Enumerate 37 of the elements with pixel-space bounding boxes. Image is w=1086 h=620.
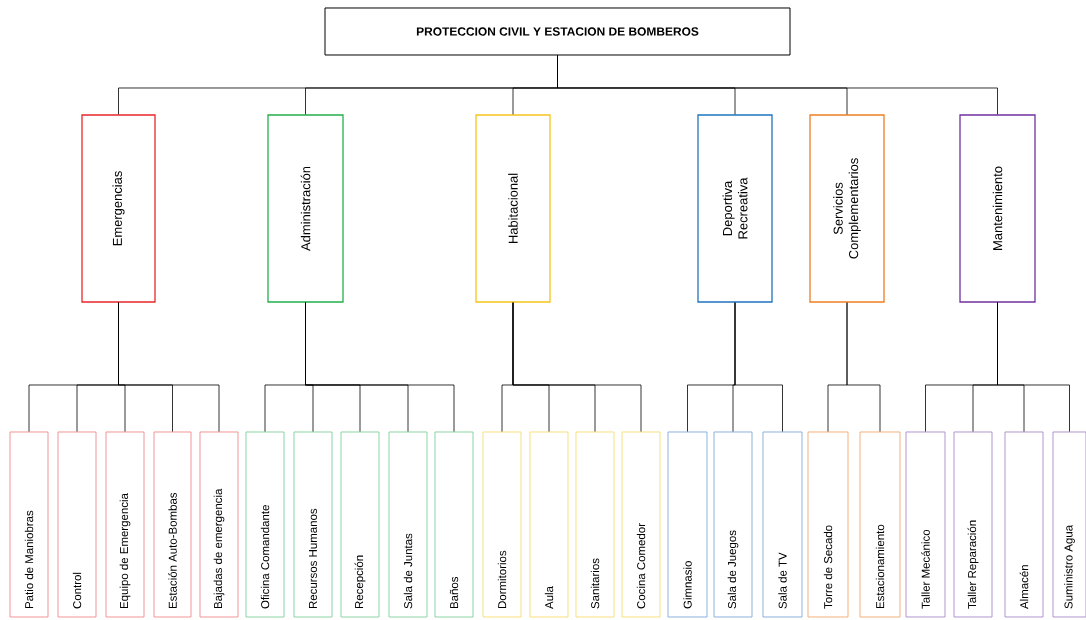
area-box: Baños bbox=[434, 431, 474, 618]
area-box: Almacén bbox=[1004, 431, 1044, 618]
area-box: Aula bbox=[529, 431, 569, 618]
category-box: Administración bbox=[267, 114, 344, 303]
area-box: Sanitarios bbox=[575, 431, 615, 618]
connector-line bbox=[557, 55, 998, 115]
area-box: Sala de TV bbox=[762, 431, 803, 618]
area-box: Dormitorios bbox=[482, 431, 522, 618]
category-box: Habitacional bbox=[475, 114, 551, 303]
area-box: Equipo de Emergencia bbox=[105, 431, 145, 618]
area-box: Sala de Juegos bbox=[713, 431, 753, 618]
area-box: Recepción bbox=[340, 431, 380, 618]
category-box: Servicios Complementarios bbox=[809, 114, 885, 303]
connector-line bbox=[305, 302, 455, 432]
title-box: PROTECCION CIVIL Y ESTACION DE BOMBEROS bbox=[324, 7, 791, 56]
area-box: Cocina Comedor bbox=[621, 431, 661, 618]
area-box: Taller Mecánico bbox=[905, 431, 946, 618]
area-box: Oficina Comandante bbox=[245, 431, 285, 618]
connector-line bbox=[734, 302, 783, 432]
area-box: Gimnasio bbox=[667, 431, 708, 618]
category-box: Mantenimiento bbox=[959, 114, 1036, 303]
area-box: Estacionamiento bbox=[859, 431, 901, 618]
area-box: Torre de Secado bbox=[807, 431, 849, 618]
area-box: Estación Auto-Bombas bbox=[153, 431, 192, 618]
category-box: Emergencias bbox=[81, 114, 156, 303]
category-box: Deportiva Recreativa bbox=[697, 114, 773, 303]
connector-line bbox=[118, 302, 220, 432]
connector-line bbox=[997, 302, 1070, 432]
area-box: Control bbox=[57, 431, 97, 618]
connector-line bbox=[512, 302, 642, 432]
area-box: Bajadas de emergencia bbox=[199, 431, 239, 618]
area-box: Recursos Humanos bbox=[293, 431, 333, 618]
area-box: Sala de Juntas bbox=[388, 431, 428, 618]
area-box: Taller Reparación bbox=[953, 431, 993, 618]
area-box: Suministro Agua bbox=[1052, 431, 1086, 618]
connector-line bbox=[846, 302, 881, 432]
area-box: Patio de Maniobras bbox=[9, 431, 49, 618]
